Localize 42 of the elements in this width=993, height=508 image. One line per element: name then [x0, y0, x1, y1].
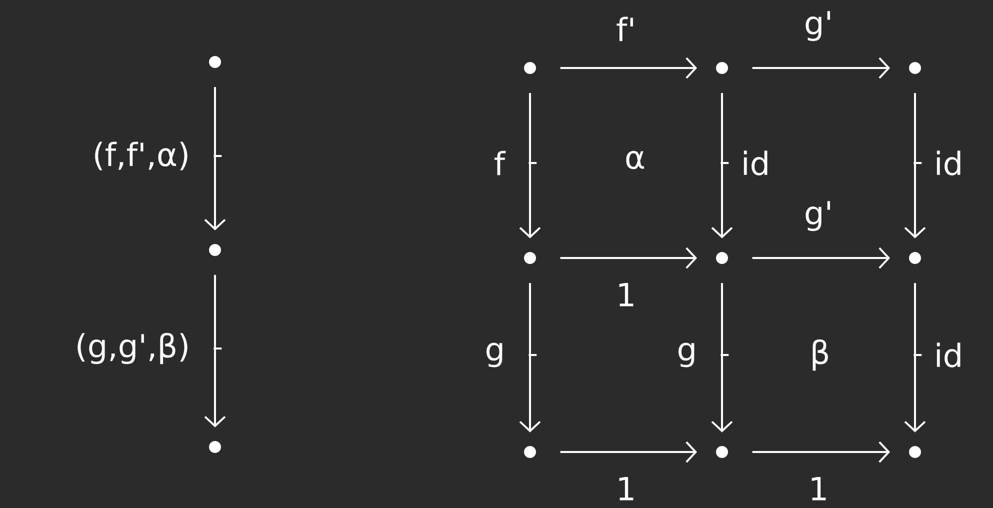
dot [524, 62, 536, 74]
arrow [560, 57, 698, 79]
arrow [752, 57, 890, 79]
dot [716, 252, 728, 264]
cell-label: β [812, 339, 828, 371]
edge-label: f' [613, 14, 639, 44]
dot [524, 446, 536, 458]
edge-label: g [482, 340, 508, 370]
arrow [560, 247, 698, 269]
edge-label: id [738, 148, 773, 178]
edge-label: (f,f',α) [90, 139, 193, 173]
arrow [711, 92, 733, 238]
dot [524, 252, 536, 264]
cell-label: α [626, 150, 644, 170]
arrow [711, 282, 733, 432]
arrow [752, 441, 890, 463]
edge-label: id [931, 340, 966, 370]
arrow [904, 92, 926, 238]
dot [209, 56, 221, 68]
edge-label: g [674, 340, 700, 370]
arrow [204, 86, 226, 230]
edge-label: f [491, 148, 508, 178]
edge-label: id [931, 148, 966, 178]
edge-label: 1 [613, 280, 639, 309]
arrow [752, 247, 890, 269]
dot [909, 446, 921, 458]
arrow [519, 282, 541, 432]
dot [909, 252, 921, 264]
dot [716, 62, 728, 74]
dot [909, 62, 921, 74]
arrow [904, 282, 926, 432]
arrow [560, 441, 698, 463]
edge-label: 1 [806, 474, 832, 503]
dot [209, 244, 221, 256]
edge-label: 1 [613, 474, 639, 503]
dot [716, 446, 728, 458]
edge-label: g' [801, 198, 836, 234]
arrow [519, 92, 541, 238]
dot [209, 441, 221, 453]
edge-label: g' [801, 8, 836, 44]
arrow [204, 274, 226, 428]
edge-label: (g,g',β) [72, 330, 193, 367]
